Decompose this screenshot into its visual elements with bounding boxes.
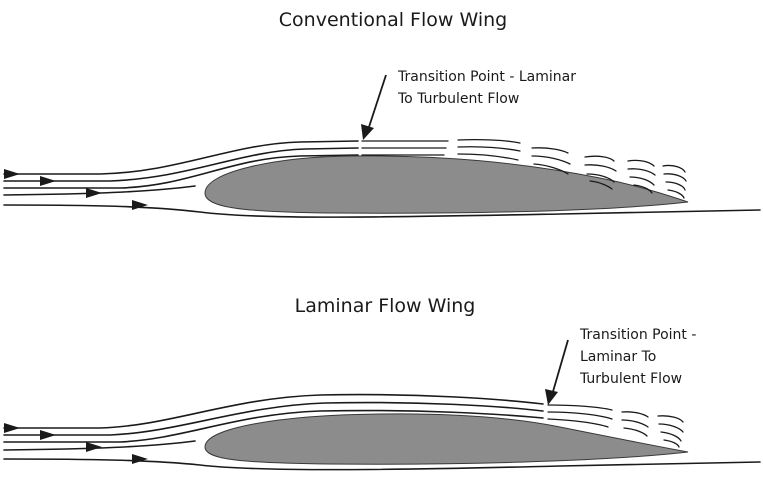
conventional-streamline-1 [3,140,359,175]
conventional-arrow-2 [40,176,56,186]
conventional-turbulent-flow [361,138,687,199]
laminar-streamline-2 [3,401,544,436]
conventional-arrow-3 [86,188,102,198]
laminar-streamline-lower [3,458,761,471]
laminar-transition-label-line-3: Turbulent Flow [579,371,682,387]
laminar-transition-label-line-1: Transition Point - [579,327,696,343]
conventional-wing-panel: Conventional Flow Wing Transition Point … [3,9,761,218]
laminar-arrow-4 [132,454,148,464]
laminar-arrow-3 [86,442,102,452]
conventional-streamline-4 [3,185,196,196]
conventional-arrow-4 [132,200,148,210]
laminar-arrow-2 [40,430,56,440]
conventional-transition-label: Transition Point - Laminar To Turbulent … [397,69,580,107]
laminar-transition-pointer-head [545,389,558,405]
laminar-transition-label: Transition Point - Laminar To Turbulent … [579,327,701,387]
laminar-streamline-3 [3,409,544,443]
conventional-streamline-3 [3,154,359,189]
conventional-transition-pointer-head [361,124,374,140]
laminar-streamline-1 [3,393,544,429]
laminar-wing-panel: Laminar Flow Wing Transition Point - Lam… [3,295,761,471]
conventional-streamline-2 [3,147,359,182]
laminar-wing-title: Laminar Flow Wing [295,295,476,317]
laminar-transition-pointer [551,339,569,396]
laminar-wing-shape [204,413,689,465]
laminar-streamline-4 [3,440,196,451]
conventional-transition-label-line-2: To Turbulent Flow [397,91,519,107]
laminar-arrow-1 [4,423,20,433]
conventional-arrow-1 [4,169,20,179]
conventional-streamline-lower [3,204,761,218]
conventional-wing-title: Conventional Flow Wing [279,9,507,31]
conventional-transition-pointer [367,74,387,131]
laminar-transition-label-line-2: Laminar To [580,349,656,365]
conventional-transition-label-line-1: Transition Point - Laminar [397,69,576,85]
laminar-turbulent-flow [547,404,684,448]
conventional-wing-shape [204,155,689,214]
